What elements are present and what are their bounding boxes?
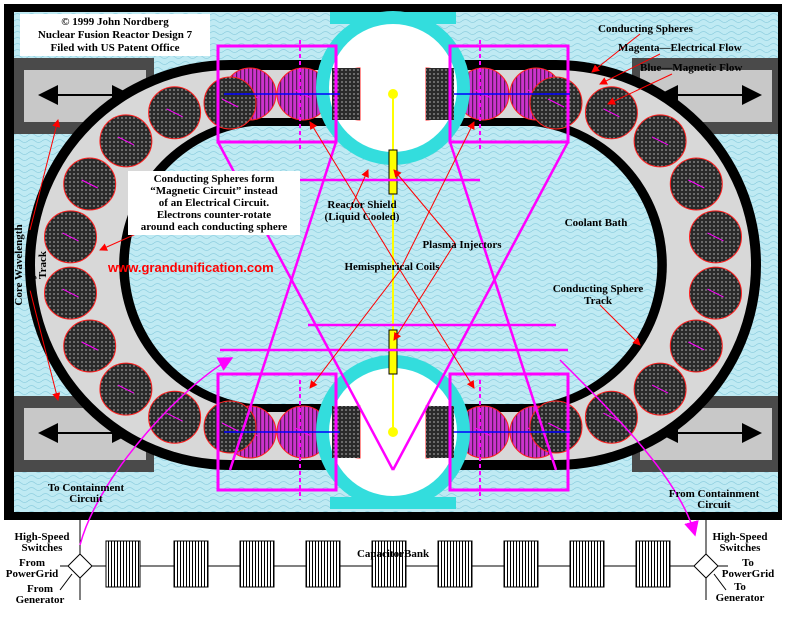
reactor-shield-top (316, 11, 470, 165)
hs-right-1: High-Speed (712, 531, 767, 543)
capacitor (239, 540, 275, 588)
note-line4: Electrons counter-rotate (157, 209, 271, 221)
sphere-flow-mark (62, 232, 79, 242)
to-generator-2: Generator (716, 592, 765, 604)
capacitor (305, 540, 341, 588)
sphere-flow-mark (166, 412, 183, 422)
sphere-flow-mark (117, 136, 135, 146)
sphere-flow-mark (651, 384, 669, 394)
sphere-flow-mark (707, 288, 724, 298)
label-coolant-bath: Coolant Bath (565, 217, 628, 229)
to-containment-2: Circuit (69, 493, 103, 505)
switch-right-icon (693, 553, 719, 579)
hs-left-1: High-Speed (14, 531, 69, 543)
copyright-line1: © 1999 John Nordberg (61, 16, 169, 28)
label-reactor-shield: Reactor Shield (327, 199, 396, 211)
sphere-flow-mark (547, 422, 565, 432)
sphere-flow-mark (603, 108, 620, 118)
sphere-flow-mark (651, 136, 669, 146)
label-conducting-spheres: Conducting Spheres (598, 23, 694, 35)
from-containment-1: From Containment (669, 488, 760, 500)
magnetic-circuit-note: Conducting Spheres form “Magnetic Circui… (128, 171, 300, 235)
note-line1: Conducting Spheres form (154, 173, 275, 185)
core-wavelength-label: Core Wavelength Adjustment Track (13, 224, 49, 305)
hs-left-2: Switches (22, 542, 64, 554)
capacitor (635, 540, 671, 588)
label-sphere-track: Conducting Sphere (553, 283, 644, 295)
label-plasma-injectors: Plasma Injectors (422, 239, 502, 251)
sphere-flow-mark (707, 232, 724, 242)
sphere-flow-mark (221, 422, 239, 432)
to-containment-1: To Containment (48, 482, 125, 494)
note-line5: around each conducting sphere (141, 221, 288, 233)
label-magenta-flow: Magenta—Electrical Flow (618, 42, 742, 54)
capacitor (437, 540, 473, 588)
capacitor (569, 540, 605, 588)
from-generator-2: Generator (16, 594, 65, 606)
to-powergrid-2: PowerGrid (722, 568, 775, 580)
core-wavelength-line3: Track (37, 250, 49, 279)
capacitor (503, 540, 539, 588)
sphere-flow-mark (62, 288, 79, 298)
from-generator: From (27, 583, 53, 595)
to-powergrid: To (742, 557, 754, 569)
sphere-flow-mark (117, 384, 135, 394)
containment-arrows (79, 357, 699, 546)
sphere-flow-mark (603, 412, 620, 422)
sphere-flow-mark (688, 179, 705, 189)
label-hemispherical-coils: Hemispherical Coils (344, 261, 440, 273)
to-generator: To (734, 581, 746, 593)
website-url: www.grandunification.com (107, 260, 274, 275)
magnetic-flow-lines (224, 93, 570, 433)
from-powergrid: From (19, 557, 45, 569)
capacitor (105, 540, 141, 588)
label-reactor-shield-sub: (Liquid Cooled) (325, 211, 400, 223)
from-containment-2: Circuit (697, 499, 731, 511)
capacitor (173, 540, 209, 588)
conducting-spheres (44, 67, 742, 459)
core-wavelength-line1: Core Wavelength (13, 224, 25, 305)
capacitor-bank (105, 540, 671, 588)
from-powergrid-2: PowerGrid (6, 568, 59, 580)
copyright-box: © 1999 John Nordberg Nuclear Fusion Reac… (20, 14, 210, 56)
sphere-flow-mark (166, 108, 183, 118)
label-blue-flow: Blue—Magnetic Flow (640, 62, 742, 74)
sphere-flow-mark (547, 98, 565, 108)
note-line3: of an Electrical Circuit. (159, 197, 270, 209)
sphere-flow-mark (688, 341, 705, 351)
switch-left-icon (67, 553, 93, 579)
hs-right-2: Switches (720, 542, 762, 554)
sphere-flow-mark (81, 179, 98, 189)
copyright-line3: Filed with US Patent Office (51, 42, 180, 54)
capacitor-bank-label: CapacitorBank (357, 548, 430, 560)
sphere-flow-mark (81, 341, 98, 351)
note-line2: “Magnetic Circuit” instead (150, 185, 278, 197)
sphere-flow-mark (221, 98, 239, 108)
label-sphere-track-sub: Track (584, 295, 613, 307)
capacitor (371, 540, 407, 588)
copyright-line2: Nuclear Fusion Reactor Design 7 (38, 29, 193, 41)
core-wavelength-line2: Adjustment (25, 237, 37, 293)
